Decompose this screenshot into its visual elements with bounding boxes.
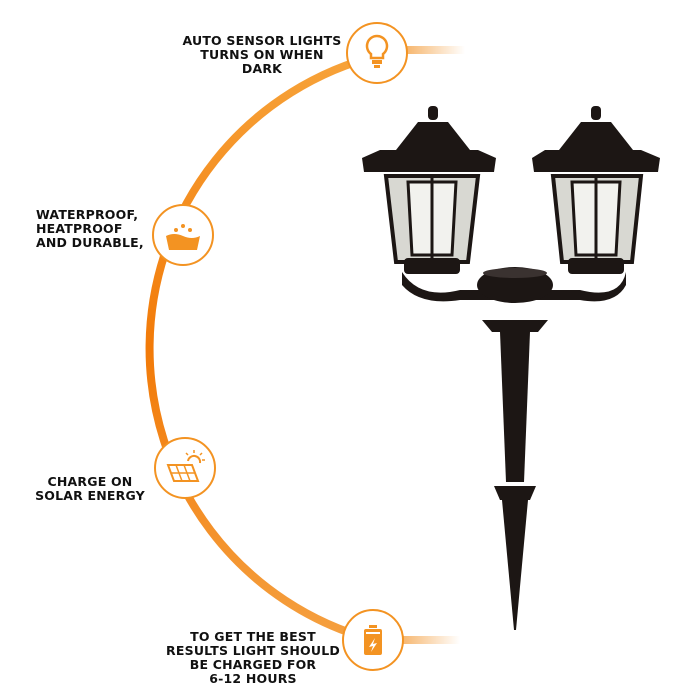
text-line: TURNS ON WHEN <box>200 47 324 62</box>
feature-charge-time-text: TO GET THE BEST RESULTS LIGHT SHOULD BE … <box>160 630 346 686</box>
text-line: TO GET THE BEST <box>190 629 316 644</box>
feature-icon-circle <box>154 437 216 499</box>
solar-panel-sun-icon <box>166 450 205 482</box>
top-tail <box>405 46 465 54</box>
text-line: RESULTS LIGHT SHOULD <box>166 643 340 658</box>
text-line: 6-12 HOURS <box>209 671 297 686</box>
text-line: CHARGE ON <box>47 474 133 489</box>
text-line: AUTO SENSOR LIGHTS <box>182 33 342 48</box>
feature-waterproof-text: WATERPROOF, HEATPROOF AND DURABLE, <box>36 208 144 250</box>
battery-charging-icon <box>364 625 382 655</box>
feature-icon-circle <box>152 204 214 266</box>
text-line: DARK <box>241 61 283 76</box>
feature-solar-text: CHARGE ON SOLAR ENERGY <box>34 475 146 503</box>
bottom-tail <box>400 636 460 644</box>
feature-icon-circle <box>342 609 404 671</box>
text-line: HEATPROOF <box>36 221 123 236</box>
lightbulb-icon <box>365 34 389 68</box>
solar-lamp-product <box>362 106 660 630</box>
text-line: AND DURABLE, <box>36 235 144 250</box>
feature-icon-circle <box>346 22 408 84</box>
text-line: SOLAR ENERGY <box>35 488 145 503</box>
text-line: WATERPROOF, <box>36 207 139 222</box>
orange-arc <box>145 51 381 644</box>
water-drops-basin-icon <box>166 224 200 250</box>
feature-auto-sensor-text: AUTO SENSOR LIGHTS TURNS ON WHEN DARK <box>178 34 346 76</box>
text-line: BE CHARGED FOR <box>189 657 317 672</box>
